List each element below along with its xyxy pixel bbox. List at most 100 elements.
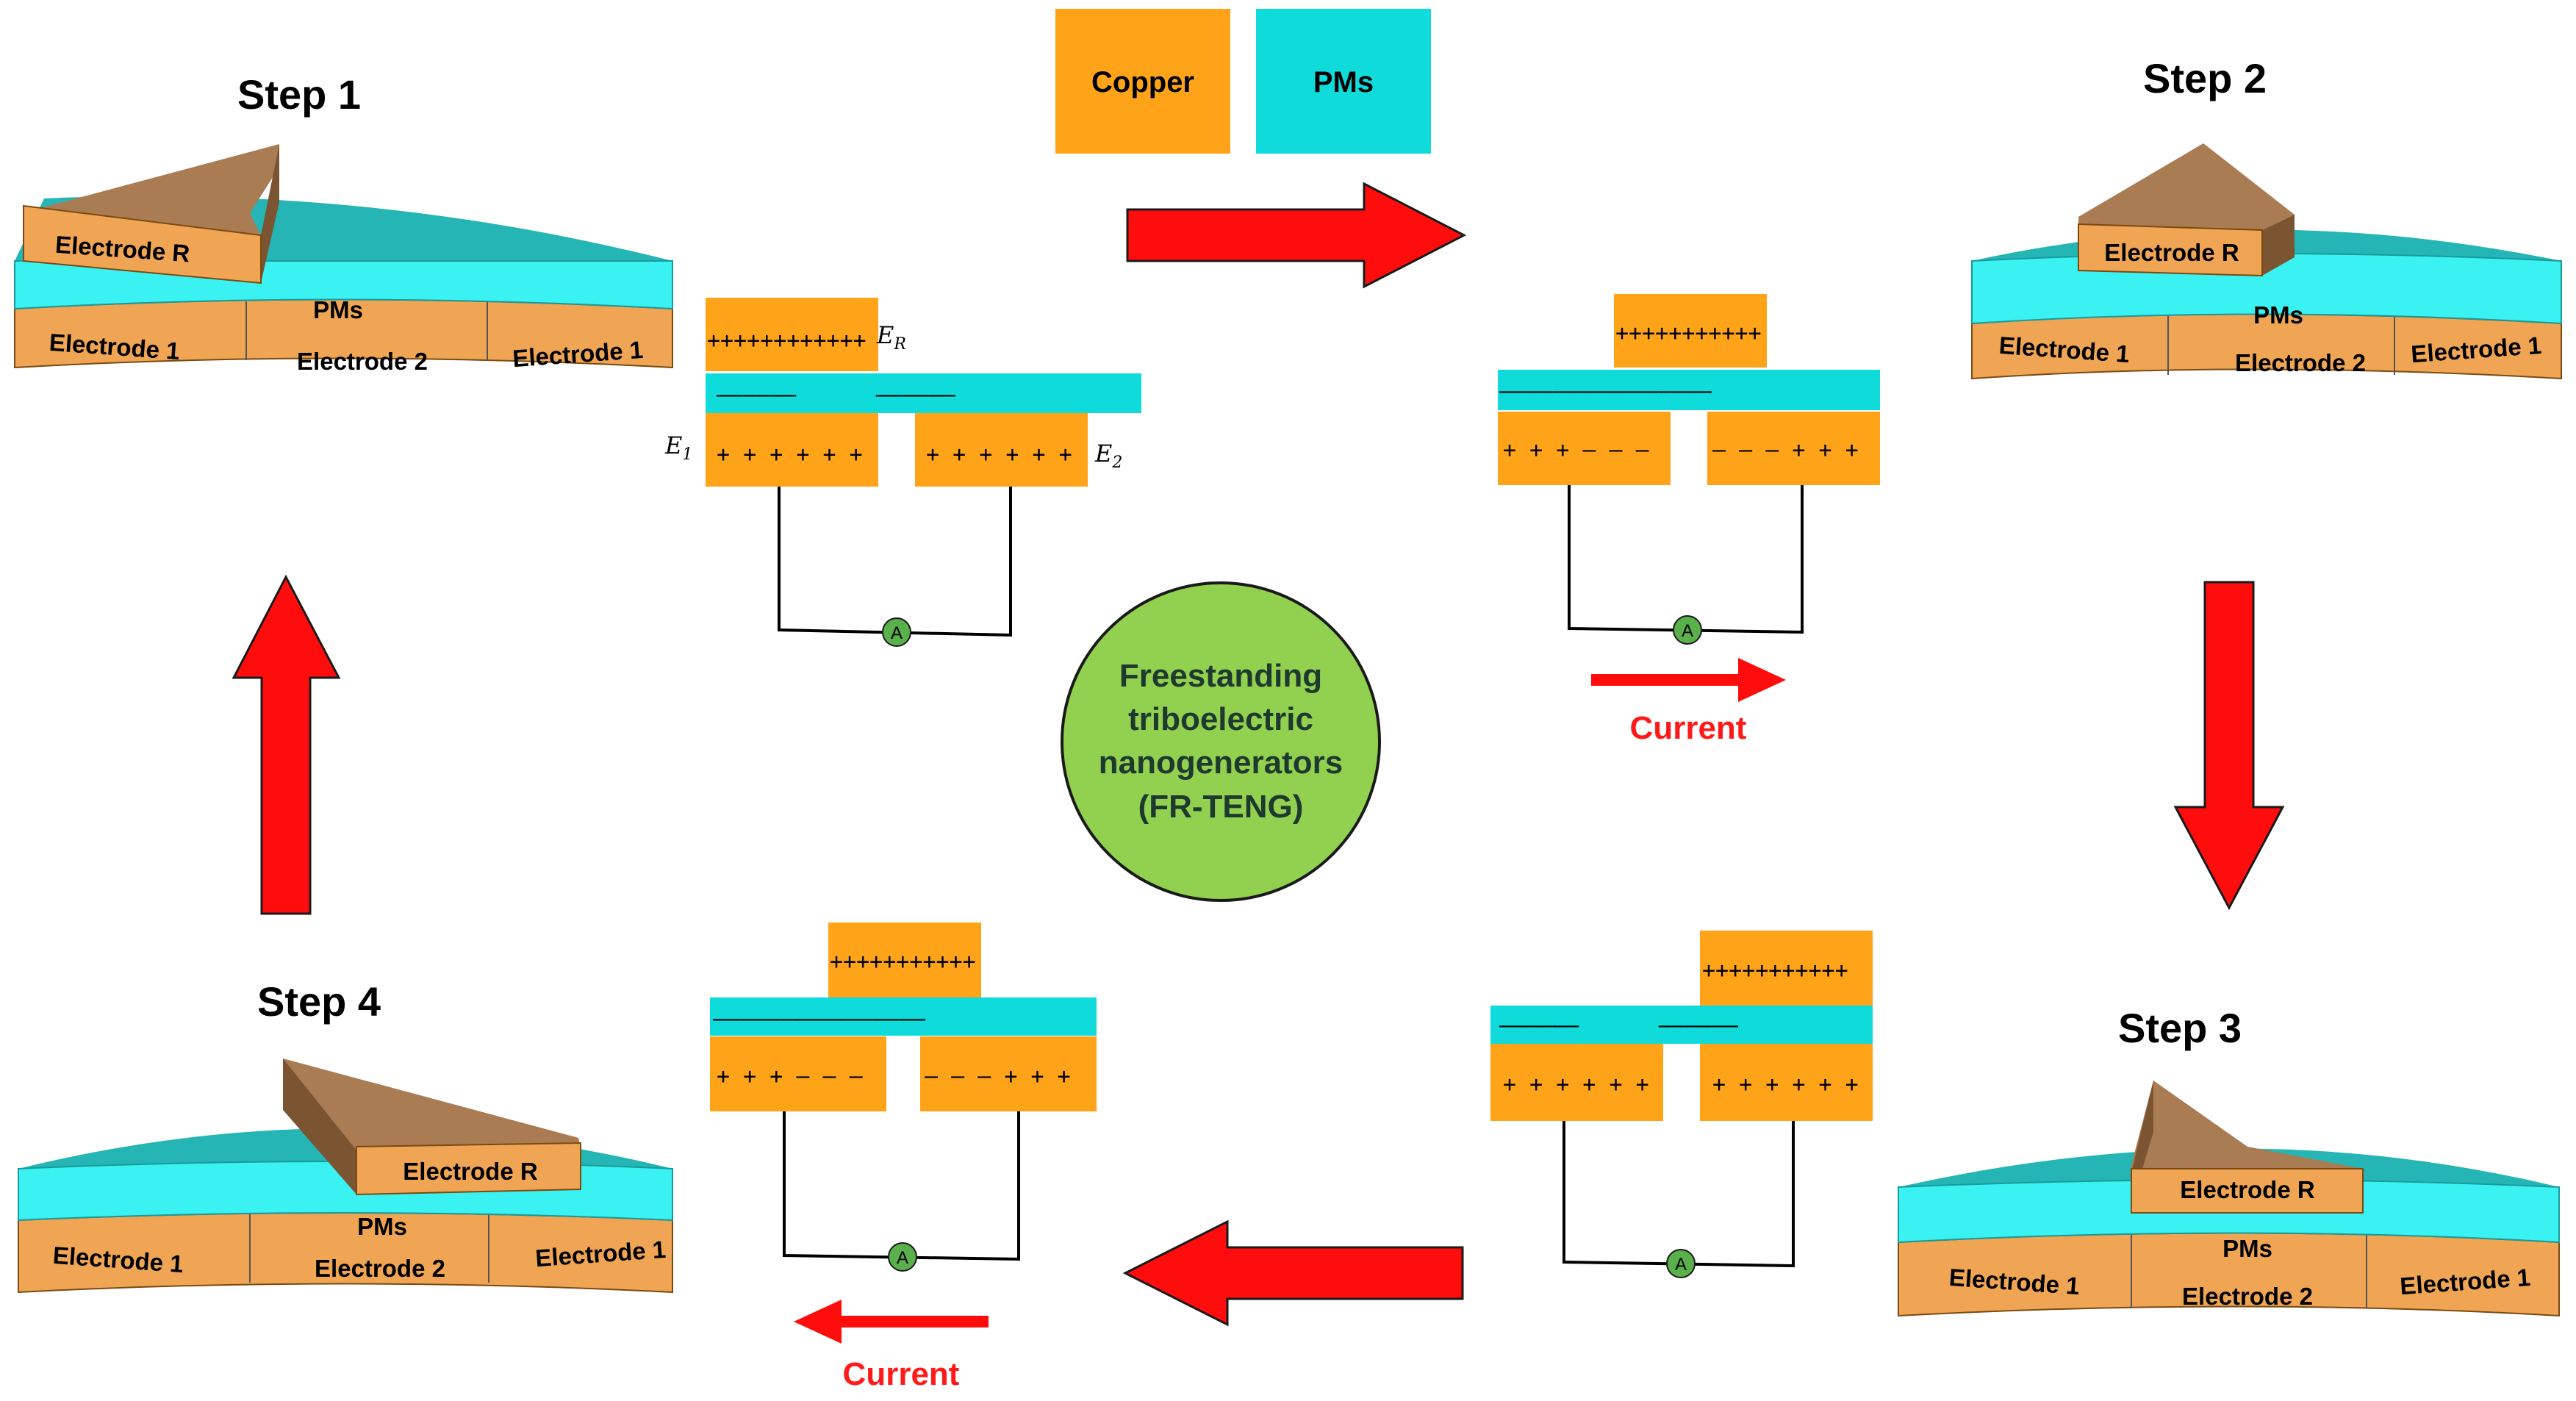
- current-arrow-right-icon: [1591, 658, 1786, 702]
- electrode-2-charges: + + + + + +: [926, 442, 1072, 467]
- center-line-1: Freestanding: [1119, 658, 1322, 694]
- pms-layer: [706, 373, 1141, 413]
- legend-copper-swatch: [1055, 9, 1230, 154]
- electrode-1-block: [1498, 412, 1671, 485]
- center-line-2: triboelectric: [1128, 701, 1313, 737]
- circuit-3: +++++++++++ –––––– –––––– + + + + + + + …: [1490, 931, 1873, 1278]
- circuit-2: +++++++++++ –––––––––––––––– + + + – – –…: [1498, 294, 1880, 746]
- electrode-2-label: Electrode 2: [315, 1255, 445, 1282]
- electrode-r-top: [2131, 1081, 2363, 1172]
- electrode-1-block: [706, 413, 878, 487]
- electrode-2-block: [1707, 412, 1880, 485]
- pms-label: PMs: [357, 1213, 407, 1240]
- pms-charges: ––––––––––––––––: [713, 1006, 926, 1032]
- electrode-r-label: Electrode R: [2180, 1176, 2315, 1203]
- pms-charges: ––––––––––––––––: [1499, 379, 1712, 404]
- electrode-r-block: [828, 922, 981, 997]
- electrode-r-block: [706, 298, 878, 371]
- circuit-wire: [1568, 485, 1804, 634]
- electrode-1-charges: + + + – – –: [1503, 437, 1650, 463]
- center-line-4: (FR-TENG): [1138, 789, 1304, 825]
- electrode-r-front: [356, 1142, 581, 1196]
- circuit-1: ++++++++++++ ER –––––– –––––– + + + + + …: [664, 298, 1141, 647]
- pms-label: PMs: [2253, 301, 2303, 329]
- legend-pms-swatch: [1256, 9, 1431, 154]
- electrode-r-front: [2131, 1168, 2364, 1214]
- electrode-r-top: [2078, 143, 2295, 230]
- electrode-r-side: [261, 144, 279, 283]
- center-line-3: nanogenerators: [1099, 745, 1343, 781]
- pms-label: PMs: [313, 296, 363, 323]
- electrode-r-label: Electrode R: [403, 1158, 538, 1185]
- step-1-model: Electrode R PMs Electrode 1 Electrode 2 …: [14, 144, 673, 375]
- pms-charges: –––––– ––––––: [717, 382, 956, 408]
- electrode-1-charges: + + + + + +: [717, 442, 863, 467]
- current-label: Current: [1630, 710, 1747, 746]
- electrode-2-charges: – – – + + +: [1712, 437, 1859, 463]
- pms-layer: [710, 997, 1097, 1036]
- circuit-wire: [778, 487, 1012, 637]
- arrow-left-icon: [1122, 1219, 1464, 1327]
- electrode-1-block: [710, 1036, 886, 1111]
- step-1-title: Step 1: [237, 71, 361, 118]
- step-2-title: Step 2: [2143, 55, 2267, 101]
- electrode-2-block: [1700, 1044, 1873, 1121]
- circuit-4: +++++++++++ –––––––––––––––– + + + – – –…: [710, 922, 1097, 1392]
- electrode-1-charges: + + + – – –: [717, 1064, 864, 1089]
- electrode-r-top: [283, 1058, 581, 1150]
- ammeter-label: A: [891, 623, 903, 643]
- step-3-model: Electrode R PMs Electrode 1 Electrode 2 …: [1898, 1081, 2560, 1317]
- electrode-1-block: [1490, 1044, 1663, 1121]
- arrow-up-icon: [232, 574, 341, 915]
- electrode-r-charges: +++++++++++: [1702, 958, 1848, 983]
- electrode-r-charges: +++++++++++: [830, 949, 976, 975]
- electrode-2-block: [915, 413, 1088, 487]
- electrode-r-charges: +++++++++++: [1615, 320, 1762, 346]
- ammeter-icon: [1666, 1249, 1696, 1278]
- step-3-title: Step 3: [2118, 1005, 2242, 1051]
- electrode-r-top: [29, 144, 279, 235]
- electrode-2-label: Electrode 2: [2235, 349, 2366, 376]
- electrode-r-label: Electrode R: [2104, 239, 2239, 266]
- legend-pms-label: PMs: [1313, 66, 1374, 98]
- circuit-wire: [1563, 1121, 1795, 1268]
- electrode-2-block: [920, 1036, 1097, 1111]
- e2-label: E2: [1094, 440, 1122, 472]
- ammeter-label: A: [1675, 1255, 1687, 1275]
- arrow-down-icon: [2173, 581, 2285, 911]
- er-label: ER: [876, 321, 906, 354]
- electrode-r-charges: ++++++++++++: [707, 328, 867, 354]
- electrode-r-front: [2078, 223, 2263, 277]
- electrode-2-charges: – – – + + +: [925, 1064, 1071, 1089]
- electrode-r-side: [283, 1058, 356, 1194]
- legend: Copper PMs: [1055, 9, 1431, 154]
- current-arrow-left-icon: [794, 1300, 989, 1344]
- ammeter-label: A: [1682, 621, 1693, 641]
- center-circle: Freestanding triboelectric nanogenerator…: [1061, 581, 1381, 902]
- step-2-model: Electrode R PMs Electrode 1 Electrode 2 …: [1971, 143, 2562, 380]
- arrow-right-icon: [1126, 182, 1467, 289]
- pms-layer: [1490, 1006, 1873, 1044]
- electrode-r-front: [23, 204, 262, 284]
- ammeter-label: A: [897, 1248, 908, 1268]
- legend-copper-label: Copper: [1091, 66, 1194, 98]
- ammeter-icon: [1673, 615, 1702, 645]
- electrode-r-block: [1614, 294, 1767, 368]
- step-4-title: Step 4: [257, 978, 381, 1025]
- step-4-model: Electrode R PMs Electrode 1 Electrode 2 …: [18, 1058, 673, 1294]
- electrode-2-charges: + + + + + +: [1712, 1072, 1859, 1097]
- circuit-wire: [783, 1111, 1020, 1261]
- electrode-r-block: [1700, 931, 1873, 1006]
- cycle-arrows: [232, 182, 2285, 1327]
- electrode-2-label: Electrode 2: [297, 348, 428, 375]
- pms-label: PMs: [2222, 1235, 2272, 1262]
- electrode-r-side: [2262, 215, 2295, 276]
- ammeter-icon: [882, 617, 911, 647]
- fr-teng-circle: [1061, 581, 1381, 902]
- electrode-1-charges: + + + + + +: [1503, 1072, 1649, 1097]
- electrode-2-label: Electrode 2: [2182, 1283, 2313, 1310]
- pms-charges: –––––– ––––––: [1499, 1013, 1739, 1039]
- e1-label: E1: [664, 431, 692, 464]
- pms-layer: [1498, 370, 1880, 410]
